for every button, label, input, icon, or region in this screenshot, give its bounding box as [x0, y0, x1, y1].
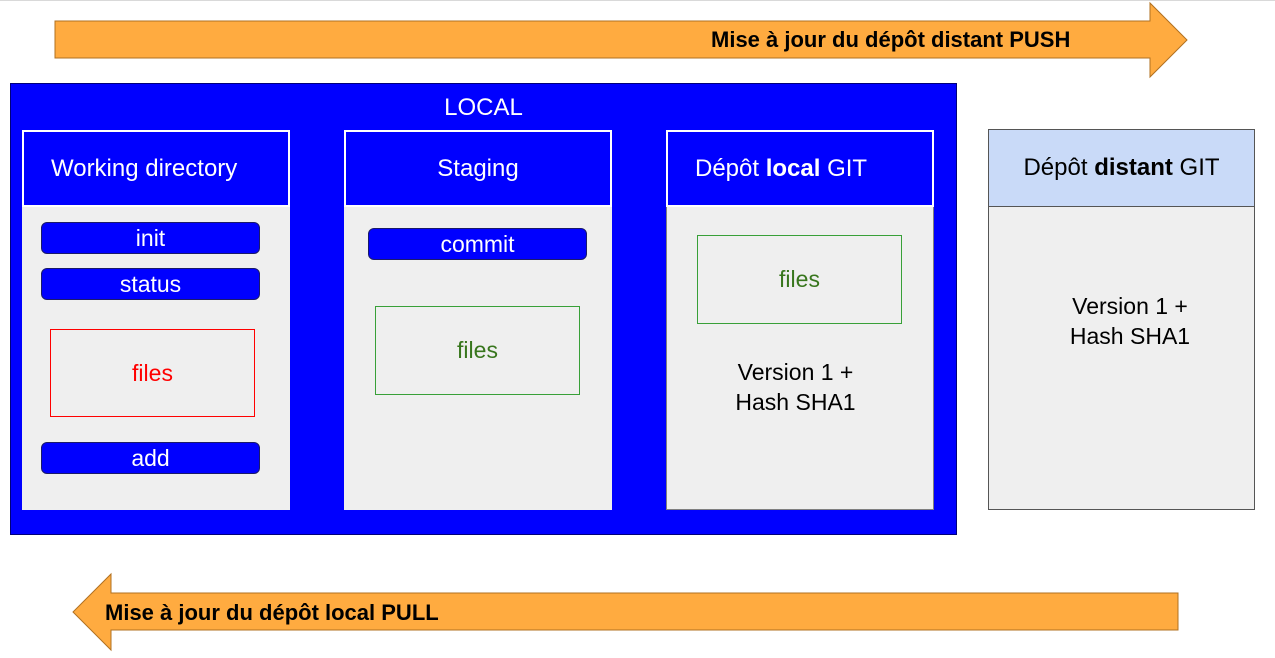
pull-label: Mise à jour du dépôt local PULL: [105, 600, 439, 625]
local-version-text: Version 1 + Hash SHA1: [667, 357, 924, 417]
working-directory-header: Working directory: [22, 130, 290, 207]
local-version-line1: Version 1 +: [737, 359, 854, 385]
status-command[interactable]: status: [41, 268, 260, 300]
local-repo-title: Dépôt local GIT: [695, 155, 867, 183]
working-directory-body: init status files add: [22, 207, 290, 510]
remote-version-text: Version 1 + Hash SHA1: [989, 291, 1271, 351]
staging-header: Staging: [344, 130, 612, 207]
add-command[interactable]: add: [41, 442, 260, 474]
push-arrow: [54, 1, 1188, 79]
commit-command[interactable]: commit: [368, 228, 587, 260]
local-repo-body: files Version 1 + Hash SHA1: [666, 207, 934, 510]
local-repo-title-suffix: GIT: [820, 154, 868, 182]
pull-arrow: [72, 572, 1179, 652]
remote-repo-title: Dépôt distant GIT: [1023, 154, 1219, 182]
remote-repo-header: Dépôt distant GIT: [989, 130, 1254, 207]
local-title: LOCAL: [444, 94, 523, 121]
local-container: LOCAL Working directory init status file…: [10, 83, 957, 535]
init-command[interactable]: init: [41, 222, 260, 254]
remote-repo-panel: Dépôt distant GIT Version 1 + Hash SHA1: [988, 129, 1255, 510]
untracked-files-box: files: [50, 329, 255, 417]
working-directory-title: Working directory: [51, 154, 238, 182]
local-repo-title-prefix: Dépôt: [695, 154, 766, 182]
staging-body: commit files: [344, 207, 612, 510]
remote-repo-title-suffix: GIT: [1172, 154, 1220, 181]
untracked-files-label: files: [132, 359, 173, 386]
local-repo-header: Dépôt local GIT: [666, 130, 934, 207]
remote-repo-title-bold: distant: [1094, 154, 1173, 181]
remote-version-line2: Hash SHA1: [1069, 323, 1191, 349]
pull-arrow-shape: [72, 572, 1179, 652]
push-arrow-shape: [54, 1, 1188, 79]
committed-files-box: files: [697, 235, 902, 324]
staged-files-box: files: [375, 306, 580, 395]
remote-version-line1: Version 1 +: [1072, 293, 1188, 319]
push-label: Mise à jour du dépôt distant PUSH: [711, 27, 1071, 52]
local-repo-title-bold: local: [765, 154, 821, 182]
remote-repo-title-prefix: Dépôt: [1023, 154, 1095, 181]
staging-title: Staging: [437, 154, 519, 182]
staged-files-label: files: [457, 337, 498, 363]
top-border-line: [0, 0, 1275, 1]
committed-files-label: files: [779, 266, 820, 292]
local-version-line2: Hash SHA1: [735, 389, 856, 415]
